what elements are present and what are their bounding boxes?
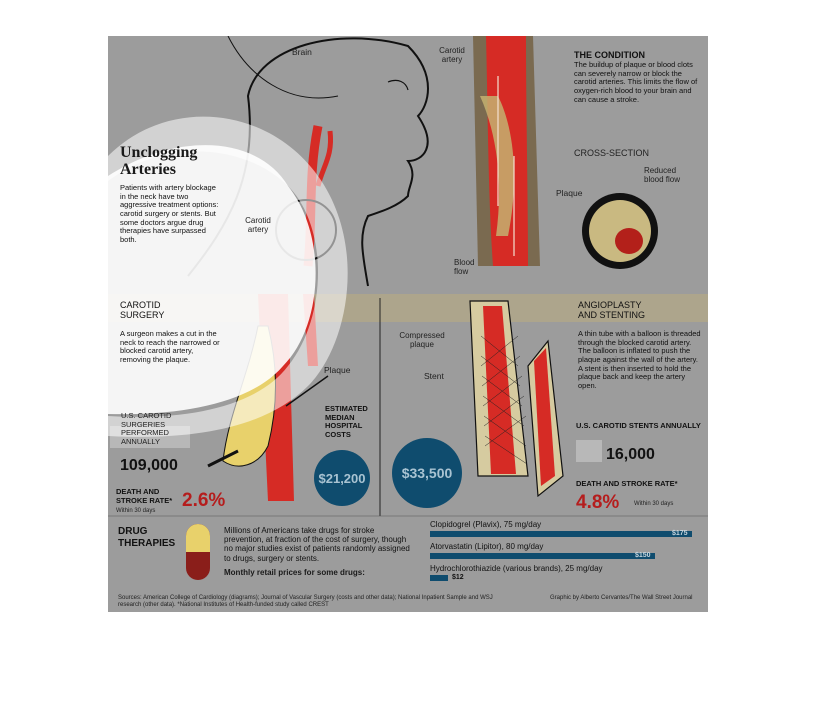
drug-price-category-label: Atorvastatin (Lipitor), 80 mg/day — [430, 542, 544, 551]
surgery-stat-label: U.S. CAROTID SURGERIES PERFORMED ANNUALL… — [121, 411, 172, 446]
condition-plaque-icon — [480, 96, 515, 236]
head-outline-icon — [187, 37, 429, 287]
label-blood-flow: Blood flow — [454, 258, 475, 277]
drug-price-value-label: $12 — [452, 574, 464, 581]
cross-section-lumen-icon — [615, 228, 643, 254]
cross-section-heading: CROSS-SECTION — [574, 148, 650, 158]
forceps-icon — [207, 449, 239, 468]
label-carotid-artery-neck: Carotid artery — [245, 216, 271, 235]
drugs-heading-line2: THERAPIES — [118, 537, 176, 549]
surgery-heading-line2: SURGERY — [120, 310, 165, 321]
stenting-heading: ANGIOPLASTY AND STENTING — [578, 300, 645, 321]
cross-section-plaque-icon — [589, 200, 651, 262]
surgery-cost-circle: $21,200 — [314, 450, 370, 506]
label-plaque-top: Plaque — [556, 188, 583, 198]
surgery-heading-line1: CAROTID — [120, 300, 161, 310]
surgery-rate-label: DEATH AND STROKE RATE* — [116, 487, 173, 505]
stent-artery-icon — [483, 306, 516, 474]
surgery-heading: CAROTID SURGERY — [120, 300, 164, 321]
drug-price-bar — [430, 531, 692, 537]
stenting-stat-label: U.S. CAROTID STENTS ANNUALLY — [576, 421, 701, 430]
infographic-panel: Unclogging Arteries Patients with artery… — [108, 36, 708, 612]
drugs-subhead: Monthly retail prices for some drugs: — [224, 568, 365, 577]
drug-price-bar — [430, 553, 655, 559]
intro-title: Unclogging Arteries — [120, 144, 197, 178]
footer-sources: Sources: American College of Cardiology … — [118, 595, 493, 608]
overlay-swoosh — [108, 116, 348, 437]
stenting-rate-label: DEATH AND STROKE RATE* — [576, 479, 678, 488]
intro-title-line2: Arteries — [120, 161, 176, 178]
label-plaque-surgery: Plaque — [324, 365, 351, 375]
intro-title-line1: Unclogging — [120, 144, 198, 161]
drug-price-value-label: $175 — [672, 530, 688, 537]
brain-outline-icon — [227, 36, 339, 99]
label-reduced-blood-flow: Reduced blood flow — [644, 166, 681, 185]
drug-price-category-label: Hydrochlorothiazide (various brands), 25… — [430, 564, 603, 573]
overlay-highlight — [108, 145, 316, 415]
illustration-layer — [108, 36, 708, 580]
drug-price-value-label: $150 — [635, 552, 651, 559]
eye-icon — [387, 79, 409, 91]
stent-stat-box — [576, 440, 602, 462]
drug-price-category-label: Clopidogrel (Plavix), 75 mg/day — [430, 520, 542, 529]
condition-heading: THE CONDITION — [574, 50, 645, 60]
stenting-rate-value: 4.8% — [576, 492, 620, 513]
cost-label: ESTIMATED MEDIAN HOSPITAL COSTS — [325, 404, 368, 439]
footer-credit: Graphic by Alberto Cervantes/The Wall St… — [550, 595, 693, 601]
label-carotid-artery-top: Carotid artery — [439, 46, 465, 65]
stenting-rate-sub: Within 30 days — [634, 501, 674, 507]
drugs-text: Millions of Americans take drugs for str… — [224, 526, 410, 563]
surgery-rate-value: 2.6% — [182, 490, 226, 511]
stent-branch-icon — [534, 348, 555, 486]
label-compressed-plaque: Compressed plaque — [399, 331, 445, 350]
stenting-heading-line1: ANGIOPLASTY — [578, 300, 642, 310]
stenting-cost-circle: $33,500 — [392, 438, 462, 508]
stenting-stat-value: 16,000 — [606, 446, 655, 463]
clamp-icon — [285, 375, 329, 407]
drugs-heading-line1: DRUG — [118, 526, 148, 537]
stenting-text: A thin tube with a balloon is threaded t… — [578, 329, 701, 390]
label-stent: Stent — [424, 371, 444, 381]
pill-icon — [186, 524, 210, 580]
surgery-rate-sub: Within 30 days — [116, 508, 156, 514]
stenting-heading-line2: AND STENTING — [578, 310, 646, 321]
surgery-text: A surgeon makes a cut in the neck to rea… — [120, 329, 220, 364]
condition-text: The buildup of plaque or blood clots can… — [574, 60, 698, 104]
stent-mesh-icon — [480, 335, 528, 465]
label-brain: Brain — [292, 47, 312, 57]
intro-text: Patients with artery blockage in the nec… — [120, 183, 219, 244]
drug-price-bar — [430, 575, 448, 581]
surgery-stat-value: 109,000 — [120, 457, 178, 474]
drugs-heading: DRUG THERAPIES — [118, 526, 175, 549]
